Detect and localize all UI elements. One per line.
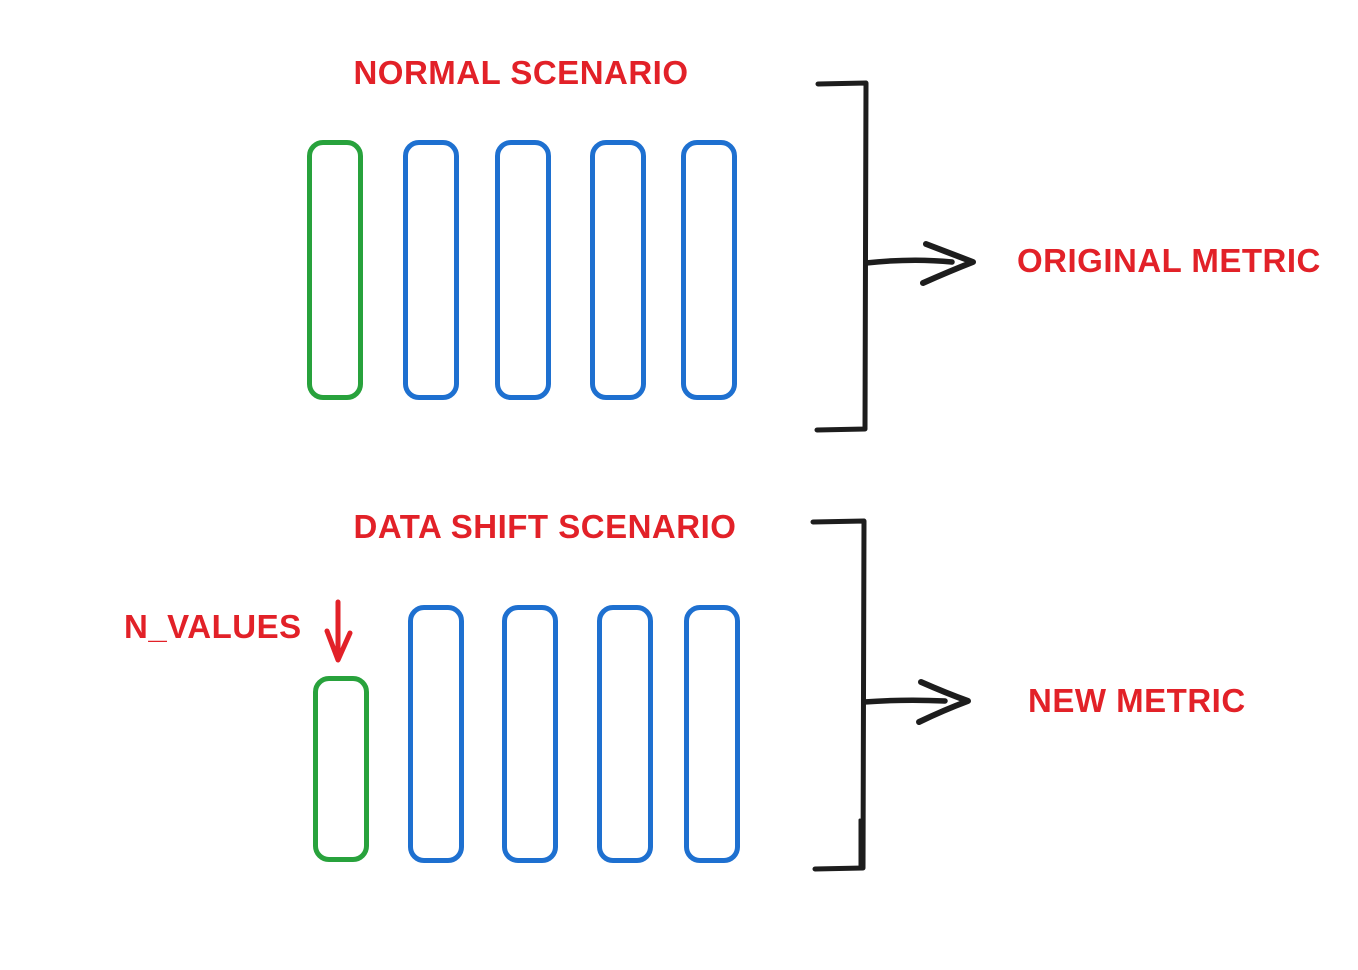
shift-bar-1-green xyxy=(313,676,369,862)
normal-bar-2-blue xyxy=(403,140,459,400)
shift-bar-5-blue xyxy=(684,605,740,863)
shift-bar-4-blue xyxy=(597,605,653,863)
normal-bar-4-blue xyxy=(590,140,646,400)
original-metric-label: ORIGINAL METRIC xyxy=(1017,242,1321,279)
shift-bar-2-blue xyxy=(408,605,464,863)
normal-bar-5-blue xyxy=(681,140,737,400)
new-metric-label: NEW METRIC xyxy=(1028,682,1246,719)
normal-scenario-title: NORMAL SCENARIO xyxy=(353,54,689,91)
data-shift-scenario-title: DATA SHIFT SCENARIO xyxy=(353,508,737,545)
n-values-label: N_VALUES xyxy=(124,608,302,645)
normal-bar-1-green xyxy=(307,140,363,400)
normal-bar-3-blue xyxy=(495,140,551,400)
shift-bar-3-blue xyxy=(502,605,558,863)
